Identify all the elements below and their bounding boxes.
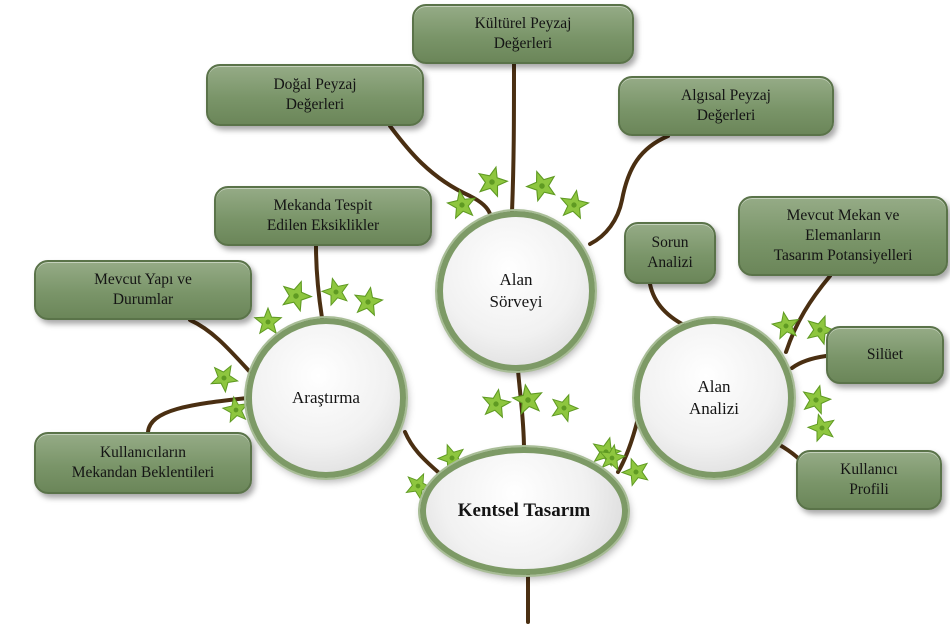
box-kullanici-beklentileri: Kullanıcıların Mekandan Beklentileri: [34, 432, 252, 494]
branch-kulturel: [510, 62, 516, 214]
leaf-icon: [599, 443, 627, 472]
branch-sorun: [648, 282, 692, 330]
leaf-icon: [806, 413, 835, 443]
leaf-icon: [559, 189, 590, 220]
branch-eksiklikler: [314, 244, 324, 320]
hub-arastirma-label: Araştırma: [292, 388, 360, 407]
root-kentsel-tasarim: Kentsel Tasarım: [420, 447, 628, 575]
box-dogal-peyzaj: Doğal Peyzaj Değerleri: [206, 64, 424, 126]
leaf-icon: [770, 310, 800, 340]
box-mekanda-eksiklikler-label: Mekanda Tespit Edilen Eksiklikler: [266, 197, 380, 234]
box-kulturel-peyzaj: Kültürel Peyzaj Değerleri: [412, 4, 634, 64]
box-kullanici-profili-label: Kullanıcı Profili: [840, 461, 898, 498]
box-siluet: Silüet: [826, 326, 944, 384]
branch-dogal: [388, 124, 492, 216]
box-dogal-peyzaj-label: Doğal Peyzaj Değerleri: [273, 76, 357, 113]
branch-algisal: [588, 134, 670, 246]
leaf-icon: [477, 165, 509, 198]
box-mekanda-eksiklikler: Mekanda Tespit Edilen Eksiklikler: [214, 186, 432, 246]
box-siluet-label: Silüet: [866, 346, 904, 363]
hub-alan-analizi-label: Alan Analizi: [688, 377, 740, 418]
leaf-icon: [481, 388, 512, 419]
leaf-icon: [620, 457, 649, 487]
branch-beklentiler: [146, 396, 250, 434]
leaf-icon: [221, 395, 249, 424]
hub-alan-sorveyi-label: Alan Sörveyi: [489, 270, 543, 311]
box-kullanici-beklentileri-label: Kullanıcıların Mekandan Beklentileri: [71, 444, 215, 481]
branch-yapi: [188, 318, 252, 374]
box-tasarim-potansiyelleri: Mevcut Mekan ve Elemanların Tasarım Pota…: [738, 196, 948, 276]
leaf-icon: [353, 286, 384, 317]
branch-potansiyel: [784, 274, 832, 354]
leaf-icon: [511, 383, 543, 416]
root-label: Kentsel Tasarım: [457, 500, 591, 521]
branch-siluet: [790, 354, 828, 370]
hub-alan-sorveyi: Alan Sörveyi: [437, 211, 595, 371]
box-sorun-analizi-label: Sorun Analizi: [647, 234, 693, 271]
box-mevcut-yapi: Mevcut Yapı ve Durumlar: [34, 260, 252, 320]
leaf-icon: [209, 364, 240, 394]
leaf-icon: [551, 393, 580, 423]
leaf-icon: [446, 189, 477, 220]
box-kulturel-peyzaj-label: Kültürel Peyzaj Değerleri: [474, 15, 572, 52]
leaf-icon: [320, 277, 349, 307]
branch-root-to-left-hub: [403, 430, 440, 474]
branch-lines: [146, 62, 832, 624]
leaf-icon: [525, 170, 556, 203]
leaf-icon: [282, 280, 313, 313]
hub-arastirma: Araştırma: [246, 318, 406, 478]
leaf-icon: [253, 306, 283, 335]
box-sorun-analizi: Sorun Analizi: [624, 222, 716, 284]
box-kullanici-profili: Kullanıcı Profili: [796, 450, 942, 510]
box-mevcut-yapi-label: Mevcut Yapı ve Durumlar: [94, 271, 192, 308]
hub-alan-analizi: Alan Analizi: [634, 318, 794, 478]
box-tasarim-potansiyelleri-label: Mevcut Mekan ve Elemanların Tasarım Pota…: [773, 207, 913, 264]
box-algisal-peyzaj-label: Algısal Peyzaj Değerleri: [681, 87, 771, 124]
leaf-icon: [802, 384, 833, 416]
box-algisal-peyzaj: Algısal Peyzaj Değerleri: [618, 76, 834, 136]
